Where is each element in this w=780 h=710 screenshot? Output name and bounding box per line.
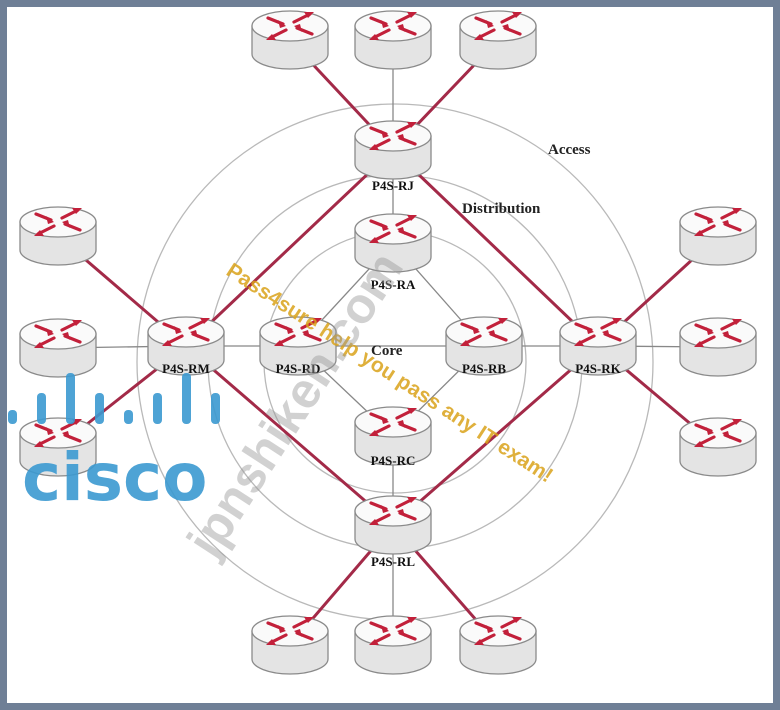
router-p4s-rj: P4S-RJ (353, 119, 433, 193)
router-label-rl: P4S-RL (371, 554, 415, 569)
router-icon (458, 9, 538, 71)
access-label: Access (548, 142, 591, 158)
router-icon (678, 205, 758, 267)
distribution-label: Distribution (462, 201, 541, 217)
router-icon (250, 614, 330, 676)
cisco-wordmark: cisco (22, 439, 208, 516)
router-label-ra: P4S-RA (371, 277, 416, 292)
router-icon (353, 9, 433, 71)
router-label-rd: P4S-RD (276, 361, 321, 376)
network-diagram: P4S-RJ P4S-RA P4S-RD P4S-RB P4S-RC P4S-R… (8, 9, 758, 676)
diagram-canvas: P4S-RJ P4S-RA P4S-RD P4S-RB P4S-RC P4S-R… (7, 7, 773, 703)
router-p4s-rc: P4S-RC (353, 405, 433, 468)
router-icon (250, 9, 330, 71)
router-icon (18, 205, 98, 267)
core-label: Core (371, 343, 403, 359)
cisco-logo: cisco (8, 373, 220, 516)
router-icon (678, 416, 758, 478)
router-label-rj: P4S-RJ (372, 178, 414, 193)
router-icon (353, 614, 433, 676)
router-p4s-rm: P4S-RM (146, 315, 226, 377)
router-label-rb: P4S-RB (462, 361, 506, 376)
router-p4s-rk: P4S-RK (558, 315, 638, 377)
router-label-rc: P4S-RC (371, 453, 416, 468)
router-p4s-rb: P4S-RB (444, 315, 524, 377)
router-icon (678, 316, 758, 378)
router-icon (458, 614, 538, 676)
router-p4s-rd: P4S-RD (258, 315, 338, 377)
router-p4s-ra: P4S-RA (353, 212, 433, 292)
router-label-rm: P4S-RM (162, 361, 210, 376)
router-p4s-rl: P4S-RL (353, 494, 433, 569)
router-icon (353, 494, 433, 556)
router-label-rk: P4S-RK (575, 361, 621, 376)
router-icon (18, 317, 98, 379)
router-icon (353, 119, 433, 181)
